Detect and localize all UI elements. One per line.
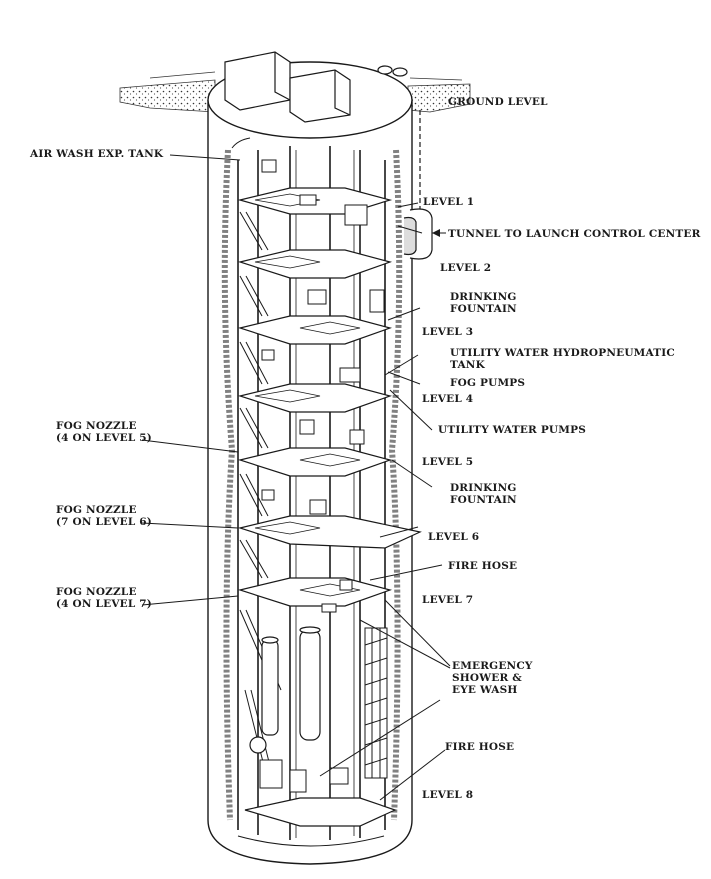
fog-nozzle-5-line-2: (4 ON LEVEL 5) <box>56 432 152 444</box>
fog-nozzle-level-5-label: FOG NOZZLE (4 ON LEVEL 5) <box>56 420 152 444</box>
floor-detail <box>254 193 361 597</box>
drinking-fountain-upper-line-1: DRINKING <box>450 291 517 303</box>
emergency-shower-label: EMERGENCY SHOWER & EYE WASH <box>452 660 533 696</box>
emergency-line-3: EYE WASH <box>452 684 518 696</box>
fog-nozzle-7-line-1: FOG NOZZLE <box>56 586 137 598</box>
fog-nozzle-level-7-label: FOG NOZZLE (4 ON LEVEL 7) <box>56 586 152 610</box>
level-5-label: LEVEL 5 <box>422 456 474 468</box>
drinking-fountain-upper-line-2: FOUNTAIN <box>450 303 517 315</box>
cable-stack <box>364 627 388 779</box>
emergency-line-2: SHOWER & <box>452 672 522 684</box>
air-wash-tank-label: AIR WASH EXP. TANK <box>30 148 164 160</box>
emergency-line-1: EMERGENCY <box>452 660 533 672</box>
equipment <box>259 159 385 793</box>
level-4-label: LEVEL 4 <box>422 393 474 405</box>
ground-level-label: GROUND LEVEL <box>448 96 548 108</box>
level-6-label: LEVEL 6 <box>428 531 480 543</box>
level-1-label: LEVEL 1 <box>423 196 475 208</box>
utility-pumps-label: UTILITY WATER PUMPS <box>438 424 586 436</box>
stairways <box>239 211 282 771</box>
fog-nozzle-6-line-1: FOG NOZZLE <box>56 504 137 516</box>
fog-nozzle-5-line-1: FOG NOZZLE <box>56 420 137 432</box>
drinking-fountain-lower-line-2: FOUNTAIN <box>450 494 517 506</box>
utility-tank-line-1: UTILITY WATER HYDROPNEUMATIC <box>450 347 675 359</box>
drinking-fountain-upper-label: DRINKING FOUNTAIN <box>450 291 517 315</box>
fire-hose-lower-label: FIRE HOSE <box>445 741 515 753</box>
tunnel-label: TUNNEL TO LAUNCH CONTROL CENTER <box>448 228 701 240</box>
level-2-label: LEVEL 2 <box>440 262 492 274</box>
drinking-fountain-lower-line-1: DRINKING <box>450 482 517 494</box>
fog-nozzle-6-line-2: (7 ON LEVEL 6) <box>56 516 152 528</box>
level-7-label: LEVEL 7 <box>422 594 474 606</box>
utility-tank-label: UTILITY WATER HYDROPNEUMATIC TANK <box>450 347 675 371</box>
tunnel-arrow-icon <box>432 229 440 237</box>
level-8-label: LEVEL 8 <box>422 789 474 801</box>
drinking-fountain-lower-label: DRINKING FOUNTAIN <box>450 482 517 506</box>
tunnel-stub <box>403 208 433 260</box>
level-3-label: LEVEL 3 <box>422 326 474 338</box>
fire-hose-upper-label: FIRE HOSE <box>448 560 518 572</box>
leader-lines <box>141 154 451 801</box>
utility-tank-line-2: TANK <box>450 359 485 371</box>
lower-tanks <box>249 626 321 754</box>
fog-nozzle-level-6-label: FOG NOZZLE (7 ON LEVEL 6) <box>56 504 152 528</box>
fog-nozzle-7-line-2: (4 ON LEVEL 7) <box>56 598 152 610</box>
fog-pumps-label: FOG PUMPS <box>450 377 526 389</box>
